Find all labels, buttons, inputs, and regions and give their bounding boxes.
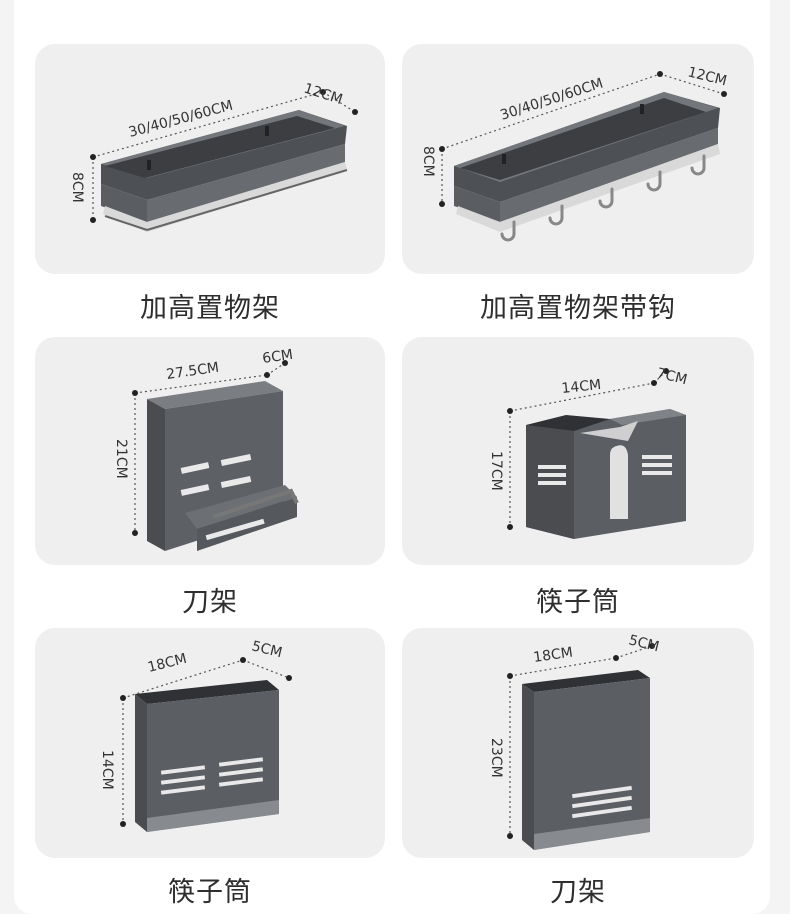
knife-rack-2-illustration: 18CM 5CM 23CM bbox=[488, 632, 661, 850]
shelf-hooks-length-label: 30/40/50/60CM bbox=[498, 75, 605, 123]
knife-rack-1-depth-label: 6CM bbox=[261, 347, 294, 367]
knife-rack-1-illustration: 27.5CM 6CM 21CM bbox=[113, 347, 299, 551]
chopstick-holder-2-length-label: 18CM bbox=[146, 651, 188, 676]
product-tile-knife-rack-1[interactable]: 27.5CM 6CM 21CM bbox=[35, 337, 385, 565]
product-tile-chopstick-holder-1[interactable]: 14CM 7CM 17CM bbox=[402, 337, 754, 565]
knife-rack-2-length-label: 18CM bbox=[532, 645, 574, 666]
chopstick-holder-1-illustration: 14CM 7CM 17CM bbox=[488, 365, 689, 539]
knife-rack-1-height-label: 21CM bbox=[113, 439, 129, 479]
chopstick-holder-2-depth-label: 5CM bbox=[250, 638, 284, 661]
shelf-hooks-illustration: 30/40/50/60CM 12CM 8CM bbox=[420, 64, 728, 242]
knife-rack-2-height-label: 23CM bbox=[488, 738, 504, 778]
product-tile-shelf-hooks[interactable]: 30/40/50/60CM 12CM 8CM bbox=[402, 44, 754, 274]
shelf-illustration: 30/40/50/60CM 12CM 8CM bbox=[69, 81, 358, 232]
knife-rack-2-depth-label: 5CM bbox=[627, 632, 661, 655]
caption-knife-rack-2: 刀架 bbox=[550, 877, 606, 908]
shelf-hooks-depth-label: 12CM bbox=[686, 64, 728, 89]
caption-chopstick-holder-2: 筷子筒 bbox=[168, 877, 252, 908]
product-tile-knife-rack-2[interactable]: 18CM 5CM 23CM bbox=[402, 628, 754, 858]
product-tile-shelf[interactable]: 30/40/50/60CM 12CM 8CM bbox=[35, 44, 385, 274]
caption-chopstick-holder-1: 筷子筒 bbox=[536, 587, 620, 618]
chopstick-holder-1-height-label: 17CM bbox=[488, 451, 504, 491]
shelf-depth-label: 12CM bbox=[302, 81, 345, 108]
chopstick-holder-1-length-label: 14CM bbox=[561, 377, 602, 397]
caption-knife-rack-1: 刀架 bbox=[182, 587, 238, 618]
shelf-height-label: 8CM bbox=[69, 172, 85, 203]
chopstick-holder-1-depth-label: 7CM bbox=[655, 365, 689, 388]
shelf-hooks-height-label: 8CM bbox=[420, 146, 436, 177]
product-catalog: 30/40/50/60CM 12CM 8CM 加高置物架 30/40/50/60… bbox=[14, 0, 770, 914]
chopstick-holder-2-height-label: 14CM bbox=[99, 750, 115, 790]
caption-shelf: 加高置物架 bbox=[140, 293, 280, 324]
knife-rack-1-length-label: 27.5CM bbox=[165, 360, 220, 383]
caption-shelf-hooks: 加高置物架带钩 bbox=[480, 293, 676, 324]
product-tile-chopstick-holder-2[interactable]: 18CM 5CM 14CM bbox=[35, 628, 385, 858]
chopstick-holder-2-illustration: 18CM 5CM 14CM bbox=[99, 638, 292, 832]
